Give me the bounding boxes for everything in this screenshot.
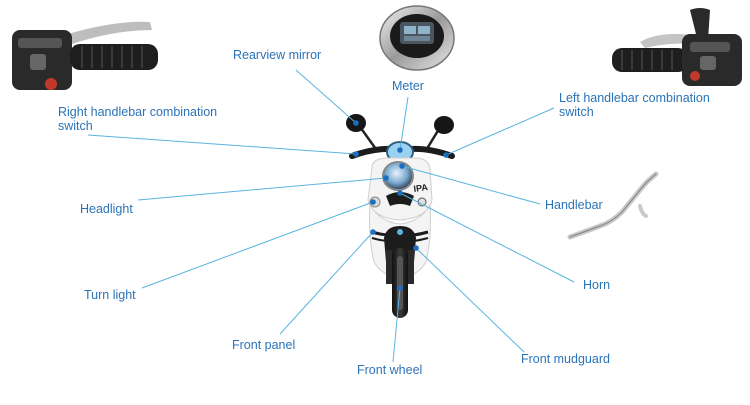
dot-headlight [383, 175, 389, 181]
label-front-panel: Front panel [232, 338, 295, 352]
dot-turn-light [370, 199, 376, 205]
label-horn: Horn [583, 278, 610, 292]
dot-rearview-mirror [353, 120, 359, 126]
dot-meter [397, 147, 403, 153]
dot-front-mudguard [413, 245, 419, 251]
label-right-switch-line2: switch [58, 119, 93, 133]
dot-right-switch [353, 151, 359, 157]
label-headlight: Headlight [80, 202, 133, 216]
leader-headlight [138, 178, 386, 200]
left-handlebar-switch-icon [612, 8, 742, 86]
label-front-mudguard: Front mudguard [521, 352, 610, 366]
label-right-switch-line1: Right handlebar combination [58, 105, 217, 119]
label-handlebar: Handlebar [545, 198, 603, 212]
label-left-switch-line2: switch [559, 105, 594, 119]
leader-left-switch [446, 108, 554, 155]
label-rearview-mirror: Rearview mirror [233, 48, 321, 62]
svg-text:IPA: IPA [413, 182, 429, 194]
label-left-switch-line1: Left handlebar combination [559, 91, 710, 105]
label-front-wheel: Front wheel [357, 363, 422, 377]
dot-front-wheel [397, 285, 403, 291]
dot-horn [397, 190, 403, 196]
dot-front-panel [370, 229, 376, 235]
leader-right-switch [88, 135, 356, 154]
dot-handlebar [399, 163, 405, 169]
leader-front-panel [280, 232, 373, 334]
leader-front-mudguard [416, 248, 524, 352]
leader-rearview-mirror [296, 70, 356, 123]
speedometer-icon [380, 6, 454, 70]
label-meter: Meter [392, 79, 424, 93]
leader-turn-light [142, 202, 373, 288]
label-turn-light: Turn light [84, 288, 136, 302]
dot-left-switch [443, 152, 449, 158]
right-handlebar-switch-icon [12, 22, 158, 90]
